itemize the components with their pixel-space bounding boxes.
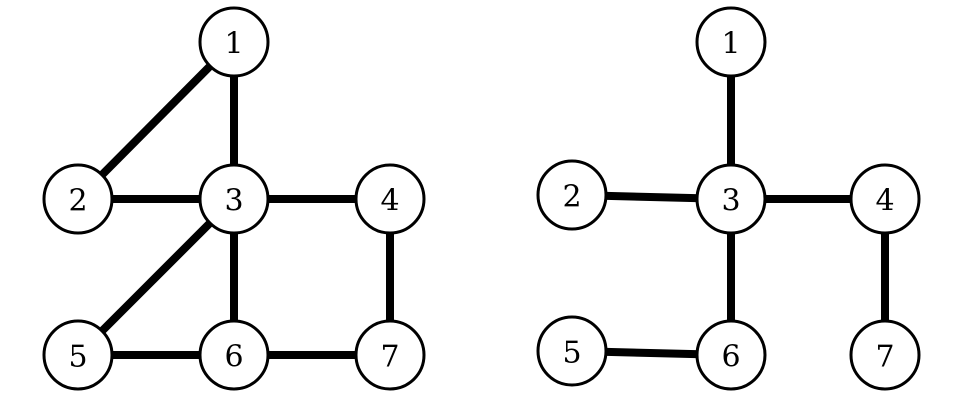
node-label: 4	[875, 184, 894, 219]
node-label: 3	[224, 184, 243, 219]
node-1: 1	[198, 6, 270, 78]
node-circle	[695, 163, 767, 235]
node-3: 3	[198, 163, 270, 235]
node-circle	[849, 319, 921, 391]
node-label: 4	[380, 184, 399, 219]
node-6: 6	[695, 319, 767, 391]
node-label: 6	[721, 340, 740, 375]
node-circle	[198, 6, 270, 78]
node-circle	[536, 159, 608, 231]
node-label: 1	[224, 27, 243, 62]
node-circle	[695, 6, 767, 78]
node-7: 7	[354, 319, 426, 391]
edge-3-5	[75, 196, 237, 358]
node-1: 1	[695, 6, 767, 78]
node-label: 5	[562, 336, 581, 371]
node-circle	[695, 319, 767, 391]
node-4: 4	[849, 163, 921, 235]
node-2: 2	[536, 159, 608, 231]
node-circle	[42, 319, 114, 391]
node-7: 7	[849, 319, 921, 391]
node-5: 5	[42, 319, 114, 391]
node-3: 3	[695, 163, 767, 235]
node-circle	[354, 319, 426, 391]
node-label: 7	[380, 340, 399, 375]
node-5: 5	[536, 315, 608, 387]
node-label: 3	[721, 184, 740, 219]
node-circle	[198, 163, 270, 235]
node-circle	[42, 163, 114, 235]
node-label: 1	[721, 27, 740, 62]
node-4: 4	[354, 163, 426, 235]
node-label: 5	[68, 340, 87, 375]
node-label: 2	[562, 180, 581, 215]
node-label: 2	[68, 184, 87, 219]
node-label: 7	[875, 340, 894, 375]
node-circle	[849, 163, 921, 235]
node-circle	[354, 163, 426, 235]
graph-left: 1 2 3 4 5 6 7	[42, 6, 426, 391]
graph-right: 1 2 3 4 5 6 7	[536, 6, 921, 391]
edge-1-2	[75, 39, 237, 202]
node-circle	[536, 315, 608, 387]
node-6: 6	[198, 319, 270, 391]
node-circle	[198, 319, 270, 391]
node-label: 6	[224, 340, 243, 375]
node-2: 2	[42, 163, 114, 235]
